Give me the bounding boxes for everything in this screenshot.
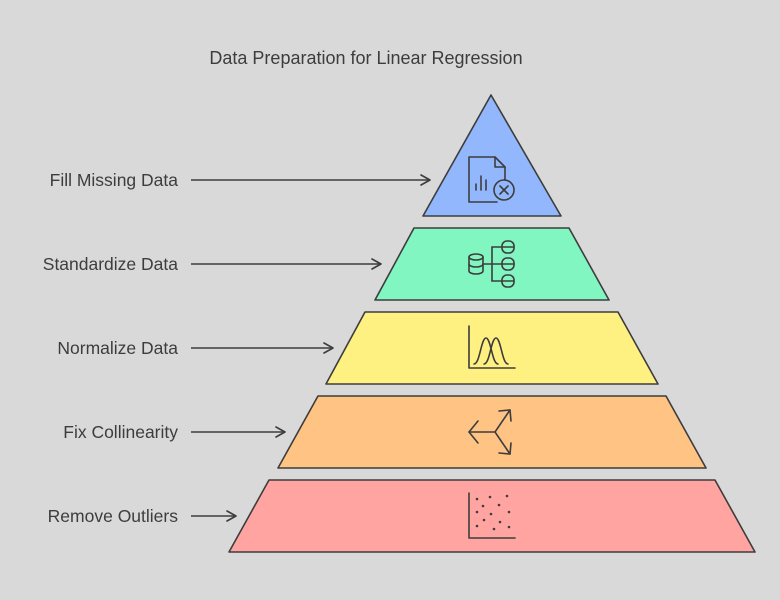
scatter-plot-icon xyxy=(468,492,516,539)
pyramid-tier-normalize-data xyxy=(325,311,659,385)
document-chart-remove-icon xyxy=(468,156,515,203)
database-hierarchy-icon xyxy=(468,240,515,288)
label-normalize-data: Normalize Data xyxy=(57,338,178,358)
pyramid-tier-fill-missing-data xyxy=(422,94,562,217)
diagram-title: Data Preparation for Linear Regression xyxy=(209,48,523,68)
diverging-arrows-icon xyxy=(468,409,512,455)
bell-curves-icon xyxy=(468,325,516,369)
label-fill-missing-data: Fill Missing Data xyxy=(49,170,178,190)
label-remove-outliers: Remove Outliers xyxy=(47,506,178,526)
pyramid-tier-remove-outliers xyxy=(228,479,756,553)
label-fix-collinearity: Fix Collinearity xyxy=(63,422,178,442)
label-standardize-data: Standardize Data xyxy=(42,254,178,274)
